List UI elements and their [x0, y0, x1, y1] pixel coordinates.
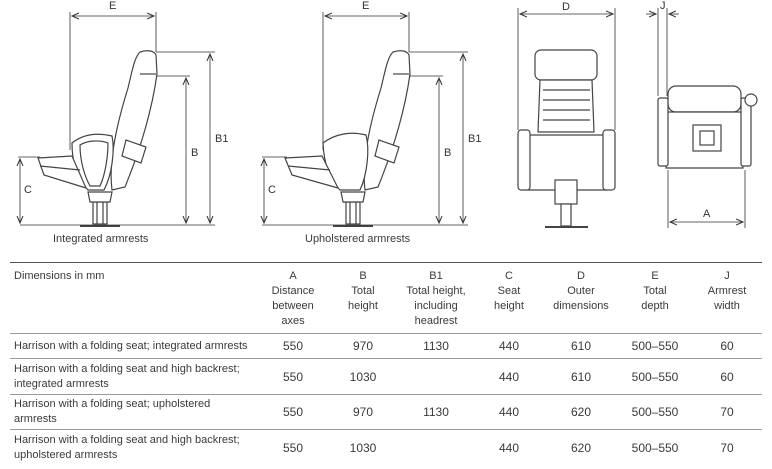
header-line: A — [289, 270, 297, 282]
header-line: between — [272, 300, 314, 312]
value-cell: 500–550 — [631, 369, 679, 384]
dim-label-c: C — [268, 184, 276, 196]
dim-label-d: D — [562, 1, 570, 13]
value-cell: 440 — [498, 440, 520, 455]
value-cell: 1030 — [349, 369, 377, 384]
dim-label-j: J — [660, 0, 666, 12]
model-name-line: Harrison with a folding seat; integrated… — [14, 339, 248, 352]
header-line: Seat — [497, 285, 521, 297]
model-name-cell: Harrison with a folding seat and high ba… — [10, 430, 258, 466]
value-cell: 1130 — [423, 339, 449, 353]
model-name-line: upholstered armrests — [14, 448, 118, 461]
value-cell: 440 — [498, 369, 520, 384]
value-cell: 550 — [282, 369, 304, 384]
value-cell: 440 — [498, 405, 520, 419]
header-line: height — [348, 300, 378, 312]
value-cell: 1030 — [349, 440, 377, 455]
value-cell: 70 — [720, 440, 734, 455]
header-line: Dimensions in mm — [14, 270, 105, 282]
header-line: Total — [643, 285, 667, 297]
header-line: Total — [351, 285, 375, 297]
dim-label-e: E — [109, 0, 116, 12]
table-row: Harrison with a folding seat; upholstere… — [10, 394, 762, 430]
header-line: Outer — [567, 285, 595, 297]
model-name-cell: Harrison with a folding seat and high ba… — [10, 359, 258, 395]
table-row: Harrison with a folding seat; integrated… — [10, 333, 762, 359]
dim-label-c: C — [24, 184, 32, 196]
header-line: C — [505, 270, 513, 282]
value-cell — [398, 359, 474, 395]
value-cell — [398, 430, 474, 466]
header-line: E — [651, 270, 659, 282]
header-line: Total height, — [406, 285, 466, 297]
side-view-upholstered-drawing — [284, 50, 411, 227]
value-cell: 60 — [720, 369, 734, 384]
value-cell: 970 — [352, 339, 374, 353]
value-cell: 500–550 — [631, 405, 679, 419]
value-cell: 620 — [570, 440, 592, 455]
value-cell: 620 — [570, 405, 592, 419]
dim-label-a: A — [703, 208, 711, 220]
header-line: Distance — [271, 285, 315, 297]
value-cell: 550 — [282, 339, 304, 353]
header-line: J — [724, 270, 730, 282]
caption-upholstered-armrests: Upholstered armrests — [305, 233, 411, 245]
value-cell: 1130 — [423, 405, 449, 419]
header-line: axes — [281, 315, 305, 327]
dim-label-b1: B1 — [468, 133, 481, 145]
model-name-line: Harrison with a folding seat and high ba… — [14, 433, 240, 446]
header-line: width — [714, 300, 740, 312]
side-view-integrated-dimensions — [18, 12, 215, 226]
header-line: depth — [641, 300, 669, 312]
header-line: height — [494, 300, 524, 312]
column-header: C Seat height — [474, 263, 544, 334]
model-name-cell: Harrison with a folding seat; integrated… — [10, 334, 258, 359]
side-view-upholstered-dimensions — [262, 12, 468, 226]
dim-label-b: B — [191, 147, 198, 159]
table-header-row: Dimensions in mm A Distance between axes B Tot… — [10, 262, 762, 334]
top-view-dimensions — [646, 8, 746, 228]
header-line: D — [577, 270, 585, 282]
column-header: B Total height — [328, 263, 398, 334]
dim-label-e: E — [362, 0, 369, 12]
dimensions-table: Dimensions in mm A Distance between axes B Tot… — [10, 262, 762, 466]
column-header: J Armrest width — [692, 263, 762, 334]
dim-label-b: B — [444, 147, 451, 159]
header-line: including — [414, 300, 458, 312]
table-row: Harrison with a folding seat and high ba… — [10, 358, 762, 395]
value-cell: 500–550 — [631, 440, 679, 455]
header-line: Armrest — [707, 285, 747, 297]
value-cell: 440 — [498, 339, 520, 353]
table-row: Harrison with a folding seat and high ba… — [10, 429, 762, 466]
caption-integrated-armrests: Integrated armrests — [53, 233, 149, 245]
model-name-line: Harrison with a folding seat and high ba… — [14, 362, 240, 375]
value-cell: 70 — [720, 405, 734, 419]
technical-drawings: E B B1 C E B B1 C — [0, 0, 758, 228]
front-view-dimensions — [517, 8, 616, 130]
header-line: headrest — [414, 315, 458, 327]
value-cell: 550 — [282, 440, 304, 455]
column-header: D Outer dimensions — [544, 263, 618, 334]
side-view-integrated-drawing — [37, 50, 158, 227]
value-cell: 970 — [352, 405, 374, 419]
dim-label-b1: B1 — [215, 133, 228, 145]
column-header: A Distance between axes — [258, 263, 328, 334]
value-cell: 550 — [282, 405, 304, 419]
value-cell: 60 — [720, 339, 734, 353]
value-cell: 500–550 — [631, 339, 679, 353]
header-line: B — [359, 270, 367, 282]
header-line: dimensions — [553, 300, 609, 312]
column-header: E Total depth — [618, 263, 692, 334]
model-name-line: integrated armrests — [14, 377, 109, 390]
top-view-drawing — [657, 85, 758, 169]
value-cell: 610 — [570, 369, 592, 384]
model-name-cell: Harrison with a folding seat; upholstere… — [10, 395, 258, 430]
header-dimensions-label: Dimensions in mm — [10, 263, 258, 334]
model-name-line: Harrison with a folding seat; upholstere… — [14, 398, 211, 425]
value-cell: 610 — [570, 339, 592, 353]
header-line: B1 — [429, 270, 443, 282]
front-view-drawing — [517, 49, 616, 228]
